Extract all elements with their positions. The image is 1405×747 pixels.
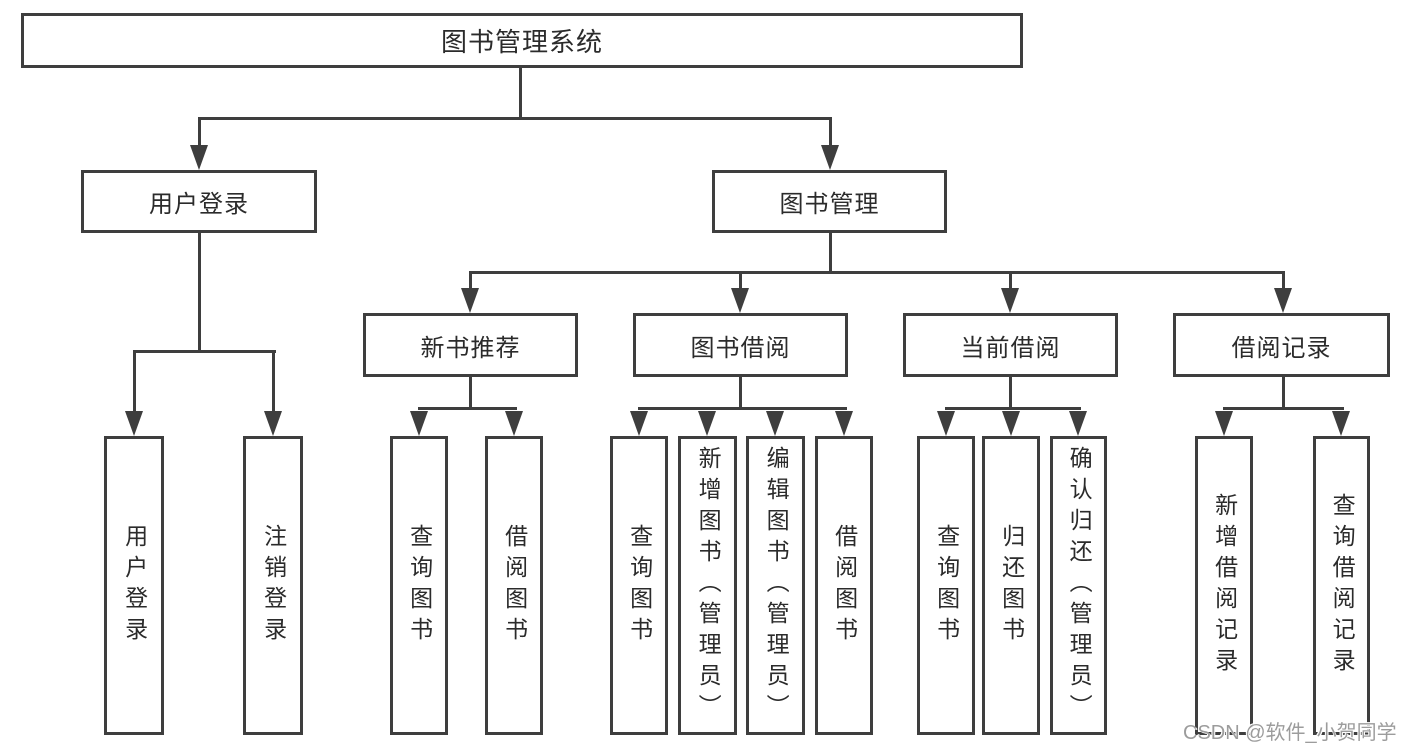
- arrow-down-icon: [766, 411, 784, 436]
- arrow-down-icon: [1215, 411, 1233, 436]
- arrow-down-icon: [698, 411, 716, 436]
- node-borrow-records-label: 借阅记录: [1231, 334, 1332, 362]
- leaf-logout: 注销登录: [243, 436, 303, 735]
- leaf-borrow-query-books-label: 查询图书: [626, 523, 653, 648]
- leaf-borrow-borrow-books: 借阅图书: [815, 436, 873, 735]
- arrow-down-icon: [835, 411, 853, 436]
- arrow-down-icon: [630, 411, 648, 436]
- edge-borrowrecords-vline: [1282, 377, 1285, 410]
- edge-level1-hline: [198, 117, 832, 120]
- arrow-down-icon: [125, 411, 143, 436]
- node-book-borrow: 图书借阅: [633, 313, 848, 377]
- leaf-current-query-books: 查询图书: [917, 436, 975, 735]
- leaf-newrec-query-books: 查询图书: [390, 436, 448, 735]
- leaf-records-add-record-label: 新增借阅记录: [1211, 492, 1238, 679]
- edge-currentborrow-drop: [1009, 271, 1012, 289]
- leaf-current-query-books-label: 查询图书: [933, 523, 960, 648]
- leaf-records-query-record-label: 查询借阅记录: [1329, 492, 1356, 679]
- leaf-current-confirm-return-admin: 确认归还（管理员）: [1050, 436, 1107, 735]
- leaf-user-login: 用户登录: [104, 436, 164, 735]
- node-book-borrow-label: 图书借阅: [690, 334, 791, 362]
- leaf-logout-label: 注销登录: [260, 523, 287, 648]
- node-book-mgmt: 图书管理: [712, 170, 947, 233]
- leaf-borrow-borrow-books-label: 借阅图书: [831, 523, 858, 648]
- leaf-newrec-borrow-books: 借阅图书: [485, 436, 543, 735]
- arrow-down-icon: [505, 411, 523, 436]
- edge-borrowrecords-drop: [1282, 271, 1285, 289]
- leaf-borrow-edit-books-admin-label: 编辑图书（管理员）: [763, 446, 790, 725]
- leaf-records-add-record: 新增借阅记录: [1195, 436, 1253, 735]
- leaf-current-return-books-label: 归还图书: [998, 523, 1025, 648]
- edge-newrec-hline: [418, 407, 517, 410]
- node-book-mgmt-label: 图书管理: [779, 191, 880, 218]
- leaf-borrow-query-books: 查询图书: [610, 436, 668, 735]
- edge-bookmgmt-vline: [829, 233, 832, 274]
- arrow-down-icon: [1332, 411, 1350, 436]
- node-root-label: 图书管理系统: [440, 27, 603, 57]
- edge-bookborrow-hline: [638, 407, 847, 410]
- node-root-system: 图书管理系统: [21, 13, 1023, 68]
- leaf-current-confirm-return-admin-label: 确认归还（管理员）: [1066, 446, 1093, 725]
- leaf-borrow-edit-books-admin: 编辑图书（管理员）: [746, 436, 805, 735]
- edge-userlogin-drop: [198, 117, 201, 147]
- node-new-recommend-label: 新书推荐: [420, 334, 521, 362]
- arrow-down-icon: [264, 411, 282, 436]
- arrow-down-icon: [1274, 288, 1292, 313]
- leaf-current-return-books: 归还图书: [982, 436, 1040, 735]
- leaf-borrow-add-books-admin-label: 新增图书（管理员）: [695, 446, 722, 725]
- arrow-down-icon: [1002, 411, 1020, 436]
- edge-userlogin-hline: [133, 350, 276, 353]
- edge-root-vline: [519, 68, 522, 119]
- arrow-down-icon: [731, 288, 749, 313]
- node-borrow-records: 借阅记录: [1173, 313, 1390, 377]
- leaf-borrow-add-books-admin: 新增图书（管理员）: [678, 436, 737, 735]
- leaf-newrec-query-books-label: 查询图书: [406, 523, 433, 648]
- csdn-watermark: CSDN @软件_小贺同学: [1183, 722, 1397, 744]
- arrow-down-icon: [410, 411, 428, 436]
- edge-currentborrow-vline: [1009, 377, 1012, 410]
- node-current-borrow: 当前借阅: [903, 313, 1118, 377]
- edge-bookmgmt-drop: [829, 117, 832, 147]
- arrow-down-icon: [937, 411, 955, 436]
- edge-currentborrow-hline: [945, 407, 1081, 410]
- leaf-records-query-record: 查询借阅记录: [1313, 436, 1370, 735]
- edge-newrec-drop: [469, 271, 472, 289]
- node-user-login: 用户登录: [81, 170, 317, 233]
- node-new-recommend: 新书推荐: [363, 313, 578, 377]
- edge-bookborrow-drop: [739, 271, 742, 289]
- arrow-down-icon: [1001, 288, 1019, 313]
- leaf-newrec-borrow-books-label: 借阅图书: [501, 523, 528, 648]
- edge-login-leaf-drop: [133, 350, 136, 412]
- leaf-user-login-label: 用户登录: [121, 523, 148, 648]
- arrow-down-icon: [1069, 411, 1087, 436]
- edge-logout-leaf-drop: [272, 350, 275, 412]
- edge-level2-hline: [469, 271, 1285, 274]
- arrow-down-icon: [190, 145, 208, 170]
- edge-newrec-vline: [469, 377, 472, 410]
- edge-bookborrow-vline: [739, 377, 742, 410]
- node-user-login-label: 用户登录: [149, 191, 249, 218]
- arrow-down-icon: [821, 145, 839, 170]
- edge-borrowrecords-hline: [1223, 407, 1344, 410]
- arrow-down-icon: [461, 288, 479, 313]
- edge-userlogin-vline: [198, 233, 201, 352]
- node-current-borrow-label: 当前借阅: [960, 334, 1061, 362]
